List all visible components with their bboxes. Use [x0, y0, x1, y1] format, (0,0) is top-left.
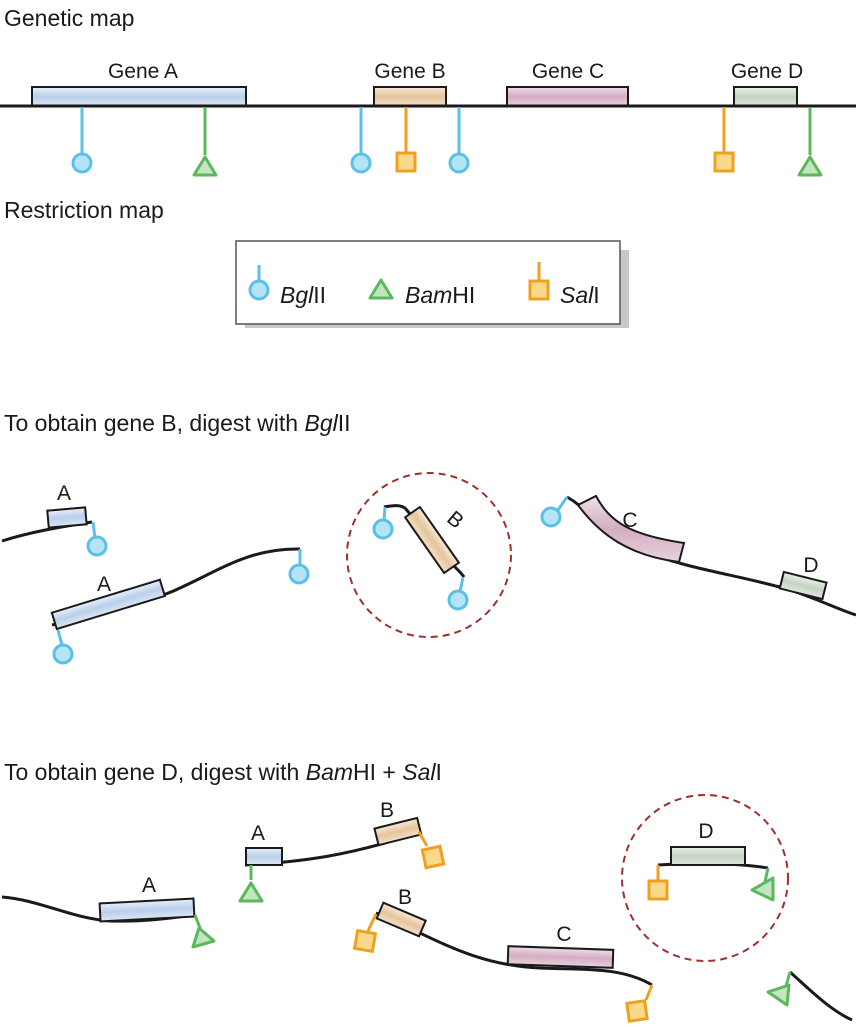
fragment-a-small: A — [1, 482, 108, 557]
gene-b-label: Gene B — [374, 60, 445, 83]
bglii-end-icon — [540, 506, 562, 528]
sali-end-icon — [625, 999, 649, 1023]
bglii-site-marker — [71, 105, 93, 174]
highlight-circle-gene-d — [621, 794, 789, 962]
sali-site-marker — [395, 105, 417, 173]
fragment-d-isolated: D — [647, 820, 775, 902]
fragment-b-c: B C — [352, 886, 654, 1023]
highlight-circle-gene-b — [346, 472, 512, 638]
gene-c-box — [506, 86, 629, 107]
sali-site-marker — [713, 105, 735, 173]
fragment-label-c: C — [622, 509, 637, 532]
legend-bamhi-label: BamHI — [405, 282, 475, 308]
fragment-right-end — [766, 970, 853, 1022]
sali-end-icon — [647, 879, 669, 901]
bglii-end-icon — [372, 518, 394, 540]
bamhi-end-icon — [750, 876, 775, 902]
bamhi-end-icon — [766, 983, 791, 1007]
bglii-site-marker — [350, 105, 372, 174]
fragment-c-d: C D — [540, 494, 856, 617]
sali-end-icon — [420, 844, 446, 870]
sali-square-icon — [528, 279, 550, 301]
legend-sali-label: SalI — [560, 282, 600, 308]
bamhi-end-icon — [191, 926, 216, 949]
fragment-label-c: C — [556, 923, 571, 946]
genetic-map-heading: Genetic map — [4, 5, 134, 31]
gene-d-box — [733, 86, 798, 107]
bglii-circle-icon — [248, 279, 270, 301]
fragment-label-a: A — [251, 822, 265, 845]
legend-box — [235, 240, 621, 325]
gene-c-label: Gene C — [532, 60, 604, 83]
bglii-end-icon — [86, 535, 108, 557]
bglii-end-icon — [447, 589, 469, 611]
bamhi-end-icon — [238, 881, 264, 903]
fragment-label-a: A — [142, 874, 156, 897]
digest-d-heading: To obtain gene D, digest with BamHI + Sa… — [4, 759, 442, 785]
gene-a-box — [31, 86, 247, 107]
fragment-label-b: B — [398, 886, 412, 909]
legend-bglii-label: BglII — [280, 282, 326, 308]
bamhi-site-marker — [192, 105, 218, 177]
fragment-b-isolated: B — [372, 504, 469, 611]
fragment-label-b: B — [380, 799, 394, 822]
fragment-label-a: A — [97, 573, 111, 596]
bglii-site-marker — [448, 105, 470, 174]
fragment-label-a: A — [57, 482, 71, 505]
legend-bamhi: BamHI — [368, 278, 475, 308]
bamhi-site-marker — [797, 105, 823, 177]
sali-end-icon — [352, 928, 378, 954]
gene-a-label: Gene A — [108, 60, 178, 83]
bglii-end-icon — [52, 643, 74, 665]
fragment-label-d: D — [698, 820, 713, 843]
gene-d-label: Gene D — [731, 60, 803, 83]
legend-bglii: BglII — [248, 265, 326, 308]
fragment-a-bamhi: A — [1, 874, 216, 949]
fragment-label-d: D — [803, 554, 818, 577]
fragment-a-large: A — [50, 547, 310, 665]
fragment-label-b: B — [442, 507, 468, 534]
gene-b-box — [373, 86, 447, 107]
legend-sali: SalI — [528, 262, 600, 308]
restriction-map-heading: Restriction map — [4, 197, 164, 223]
bamhi-triangle-icon — [368, 278, 394, 300]
digest-b-heading: To obtain gene B, digest with BglII — [4, 410, 351, 436]
bglii-end-icon — [288, 563, 310, 585]
fragment-a-b: A B — [238, 799, 446, 903]
